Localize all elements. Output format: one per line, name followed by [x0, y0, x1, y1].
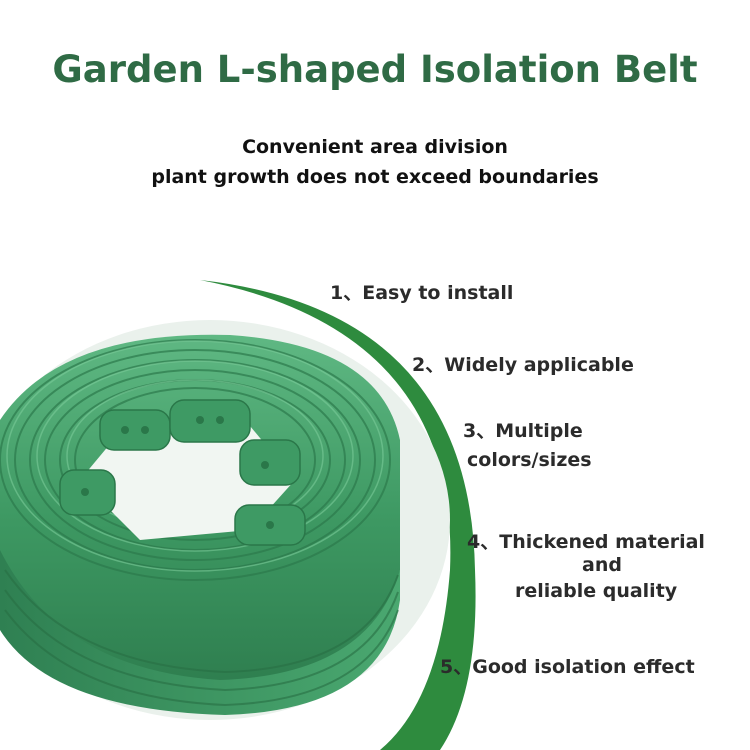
feature-4-line-1: 4、Thickened material: [467, 531, 705, 553]
feature-4-line-2: and: [582, 554, 622, 576]
product-image: [0, 280, 476, 750]
feature-4-line-3: reliable quality: [515, 580, 678, 602]
page-title: Garden L-shaped Isolation Belt: [52, 48, 698, 91]
feature-5: 5、Good isolation effect: [440, 656, 695, 678]
subtitle-line-1: Convenient area division: [242, 136, 508, 158]
accent-arc: [200, 280, 476, 750]
subtitle-line-2: plant growth does not exceed boundaries: [151, 166, 599, 188]
feature-3-line-2: colors/sizes: [467, 449, 592, 471]
feature-3-line-1: 3、Multiple: [463, 420, 583, 442]
feature-2: 2、Widely applicable: [412, 354, 634, 376]
feature-1: 1、Easy to install: [330, 282, 514, 304]
